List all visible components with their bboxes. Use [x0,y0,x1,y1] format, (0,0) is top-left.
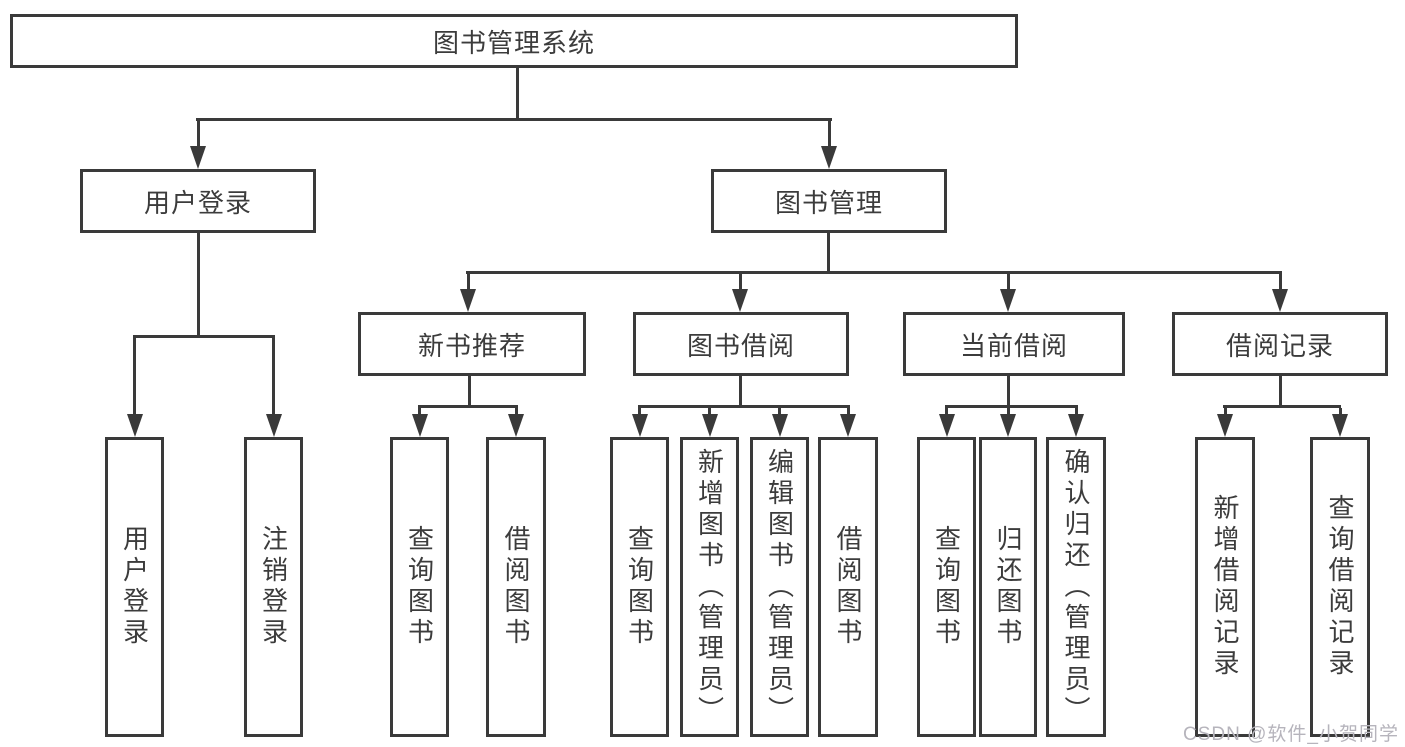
leaf-label: 借阅图书 [833,525,863,649]
node-borrowing-records: 借阅记录 [1172,312,1388,376]
node-root: 图书管理系统 [10,14,1018,68]
connector-vline [1279,274,1282,291]
arrowhead-down-icon [840,414,856,437]
arrowhead-down-icon [127,414,143,437]
node-label: 图书管理系统 [432,27,595,58]
node-user-login: 用户登录 [80,169,316,233]
connector-vline [1007,408,1010,416]
arrowhead-down-icon [772,414,788,437]
arrowhead-down-icon [1332,414,1348,437]
connector-vline [828,121,831,148]
connector-hline [1223,405,1341,408]
connector-vline [197,231,200,338]
node-new-book-recommend: 新书推荐 [358,312,586,376]
connector-vline [778,408,781,416]
connector-hline [196,118,832,121]
leaf-label: 用户登录 [119,525,150,649]
connector-vline [739,373,742,408]
node-label: 图书管理 [774,187,883,218]
connector-vline [1279,373,1282,408]
node-label: 图书借阅 [686,330,795,361]
leaf-label: 查询图书 [931,525,962,649]
arrowhead-down-icon [1217,414,1233,437]
leaf-br-add-record: 新增借阅记录 [1195,437,1255,737]
leaf-user-login: 用户登录 [105,437,164,737]
leaf-br-query-record: 查询借阅记录 [1310,437,1370,737]
connector-vline [133,338,136,416]
connector-vline [739,274,742,291]
node-label: 借阅记录 [1225,330,1334,361]
connector-vline [708,408,711,416]
connector-hline [133,335,275,338]
arrowhead-down-icon [1000,289,1016,312]
connector-vline [1224,408,1227,416]
connector-vline [1075,408,1078,416]
connector-vline [847,408,850,416]
connector-vline [1339,408,1342,416]
connector-vline [418,408,421,416]
arrowhead-down-icon [460,289,476,312]
arrowhead-down-icon [939,414,955,437]
leaf-bb-edit-books-admin: 编辑图书（管理员） [750,437,809,737]
leaf-nb-borrow-books: 借阅图书 [486,437,546,737]
leaf-label: 新增借阅记录 [1210,494,1240,680]
connector-vline [467,274,470,291]
connector-vline [827,231,830,274]
leaf-logout: 注销登录 [244,437,303,737]
connector-hline [418,405,518,408]
arrowhead-down-icon [1000,414,1016,437]
arrowhead-down-icon [412,414,428,437]
arrowhead-down-icon [632,414,648,437]
leaf-label: 编辑图书（管理员） [764,447,795,727]
leaf-label: 确认归还（管理员） [1061,447,1091,727]
arrowhead-down-icon [821,146,837,169]
arrowhead-down-icon [508,414,524,437]
leaf-label: 查询图书 [624,525,655,649]
leaf-cb-query-books: 查询图书 [917,437,976,737]
leaf-bb-borrow-books: 借阅图书 [818,437,878,737]
node-current-borrowing: 当前借阅 [903,312,1125,376]
leaf-label: 新增图书（管理员） [694,447,725,727]
arrowhead-down-icon [190,146,206,169]
leaf-nb-query-books: 查询图书 [390,437,449,737]
connector-vline [468,373,471,408]
node-label: 新书推荐 [417,330,526,361]
node-book-borrowing: 图书借阅 [633,312,849,376]
leaf-label: 查询借阅记录 [1325,494,1355,680]
node-label: 当前借阅 [959,330,1068,361]
connector-vline [272,338,275,416]
connector-vline [638,408,641,416]
leaf-label: 归还图书 [993,525,1023,649]
connector-vline [515,408,518,416]
leaf-label: 查询图书 [404,525,435,649]
connector-vline [197,121,200,148]
leaf-bb-query-books: 查询图书 [610,437,669,737]
connector-hline [945,405,1078,408]
connector-hline [638,405,850,408]
connector-vline [1007,373,1010,408]
leaf-label: 借阅图书 [501,525,531,649]
connector-vline [516,68,519,121]
leaf-bb-add-books-admin: 新增图书（管理员） [680,437,739,737]
leaf-cb-confirm-return-admin: 确认归还（管理员） [1046,437,1106,737]
connector-vline [1007,274,1010,291]
arrowhead-down-icon [702,414,718,437]
connector-vline [945,408,948,416]
node-label: 用户登录 [143,187,252,218]
leaf-cb-return-books: 归还图书 [979,437,1037,737]
node-book-management: 图书管理 [711,169,947,233]
leaf-label: 注销登录 [258,525,289,649]
watermark: CSDN @软件_小贺同学 [1183,724,1399,745]
connector-hline [466,271,1282,274]
arrowhead-down-icon [732,289,748,312]
arrowhead-down-icon [266,414,282,437]
arrowhead-down-icon [1068,414,1084,437]
arrowhead-down-icon [1272,289,1288,312]
